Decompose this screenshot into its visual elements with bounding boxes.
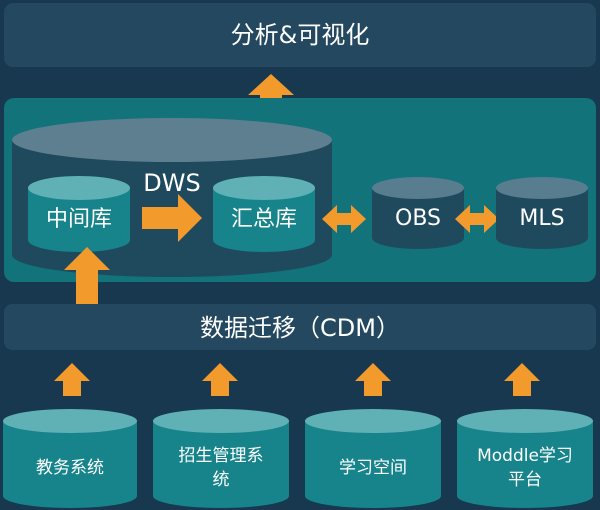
right-arrow-intermediate-to-summary [142, 194, 202, 242]
summary-db-cylinder [213, 176, 315, 252]
up-arrow-source-2 [202, 363, 238, 396]
analytics-bar [4, 3, 596, 67]
source-cylinder-3 [305, 409, 441, 508]
up-arrow-cdm-to-intermediate [64, 247, 110, 312]
double-arrow-obs-mls [455, 205, 499, 233]
double-arrow-summary-obs [322, 205, 366, 233]
obs-label: OBS [395, 206, 441, 231]
source-label-2-line-2: 统 [213, 470, 230, 490]
source-label-4-line-2: 平台 [508, 470, 542, 490]
source-label-4-line-1: Moddle学习 [477, 446, 573, 466]
data-migration-label: 数据迁移（CDM） [200, 314, 400, 342]
dws-label: DWS [143, 169, 200, 197]
source-label-3: 学习空间 [339, 458, 407, 478]
up-arrow-source-1 [54, 363, 90, 396]
obs-cylinder [372, 177, 464, 249]
data-migration-bar [4, 304, 596, 350]
analytics-label: 分析&可视化 [231, 21, 370, 49]
up-arrow-source-3 [355, 363, 391, 396]
mls-cylinder [496, 177, 588, 249]
summary-db-label: 汇总库 [231, 207, 297, 232]
intermediate-db-cylinder [28, 176, 130, 252]
source-label-2-line-1: 招生管理系 [179, 446, 264, 466]
source-cylinder-2 [153, 409, 289, 508]
intermediate-db-label: 中间库 [46, 207, 112, 232]
source-label-1: 教务系统 [36, 458, 104, 478]
source-cylinder-1 [3, 409, 137, 508]
mls-label: MLS [519, 206, 564, 231]
source-cylinder-4 [457, 409, 593, 508]
up-arrow-source-4 [504, 363, 540, 396]
